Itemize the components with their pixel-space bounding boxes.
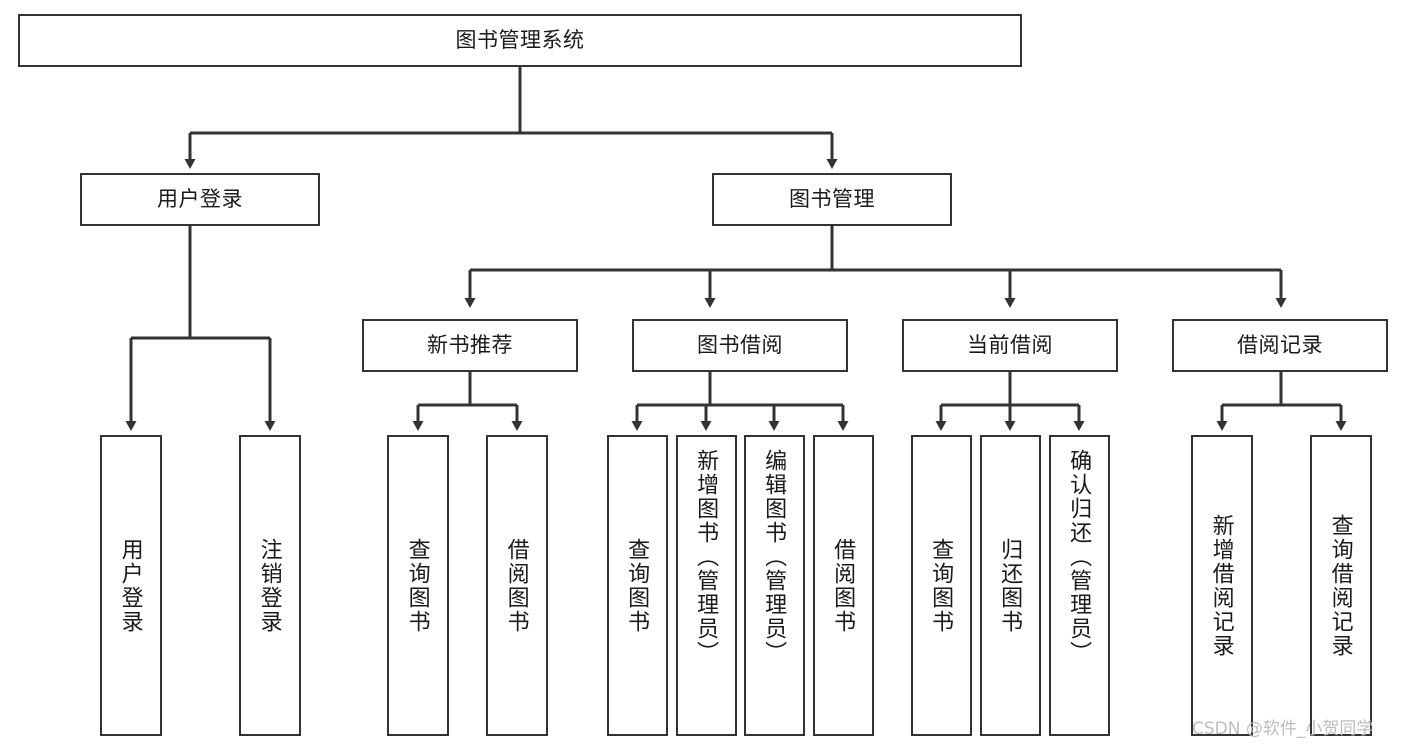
node-label: 查询借阅记录 bbox=[1328, 513, 1354, 658]
node-label: 借阅记录 bbox=[1237, 333, 1323, 357]
node-label: 归还图书 bbox=[998, 537, 1024, 634]
leaf-user-login-login[interactable]: 用户登录 bbox=[100, 435, 162, 736]
leaf-current-borrow-confirm-return-admin[interactable]: 确认归还（管理员） bbox=[1049, 435, 1110, 736]
leaf-book-borrow-edit-book-admin[interactable]: 编辑图书（管理员） bbox=[744, 435, 805, 736]
node-label: 注销登录 bbox=[257, 537, 283, 634]
leaf-book-borrow-query-book[interactable]: 查询图书 bbox=[607, 435, 668, 736]
leaf-book-borrow-borrow-book[interactable]: 借阅图书 bbox=[813, 435, 874, 736]
node-label: 借阅图书 bbox=[831, 537, 857, 634]
node-label: 新增图书（管理员） bbox=[694, 449, 720, 665]
leaf-book-borrow-add-book-admin[interactable]: 新增图书（管理员） bbox=[676, 435, 737, 736]
node-label: 查询图书 bbox=[405, 537, 431, 634]
node-label: 确认归还（管理员） bbox=[1067, 449, 1093, 665]
node-label: 图书管理系统 bbox=[455, 28, 585, 52]
leaf-borrow-record-add-record[interactable]: 新增借阅记录 bbox=[1191, 435, 1253, 736]
csdn-watermark: CSDN @软件_小贺同学 bbox=[1192, 719, 1374, 739]
leaf-current-borrow-return-book[interactable]: 归还图书 bbox=[980, 435, 1041, 736]
node-book-management[interactable]: 图书管理 bbox=[712, 173, 952, 226]
node-label: 查询图书 bbox=[625, 537, 651, 634]
node-label: 图书管理 bbox=[789, 187, 875, 211]
leaf-current-borrow-query-book[interactable]: 查询图书 bbox=[911, 435, 972, 736]
node-label: 新书推荐 bbox=[427, 333, 513, 357]
node-label: 借阅图书 bbox=[504, 537, 530, 634]
node-new-book-recommend[interactable]: 新书推荐 bbox=[362, 319, 578, 372]
node-label: 用户登录 bbox=[118, 537, 144, 634]
node-current-borrow[interactable]: 当前借阅 bbox=[902, 319, 1118, 372]
node-label: 当前借阅 bbox=[967, 333, 1053, 357]
node-book-borrow[interactable]: 图书借阅 bbox=[632, 319, 848, 372]
node-root-book-management-system[interactable]: 图书管理系统 bbox=[18, 14, 1022, 67]
node-user-login[interactable]: 用户登录 bbox=[80, 173, 320, 226]
node-label: 新增借阅记录 bbox=[1209, 513, 1235, 658]
node-borrow-record[interactable]: 借阅记录 bbox=[1172, 319, 1388, 372]
leaf-user-login-logout[interactable]: 注销登录 bbox=[239, 435, 301, 736]
node-label: 图书借阅 bbox=[697, 333, 783, 357]
leaf-borrow-record-query-record[interactable]: 查询借阅记录 bbox=[1310, 435, 1372, 736]
leaf-new-book-query-book[interactable]: 查询图书 bbox=[387, 435, 449, 736]
node-label: 编辑图书（管理员） bbox=[762, 449, 788, 665]
leaf-new-book-borrow-book[interactable]: 借阅图书 bbox=[486, 435, 548, 736]
node-label: 查询图书 bbox=[929, 537, 955, 634]
node-label: 用户登录 bbox=[157, 187, 243, 211]
